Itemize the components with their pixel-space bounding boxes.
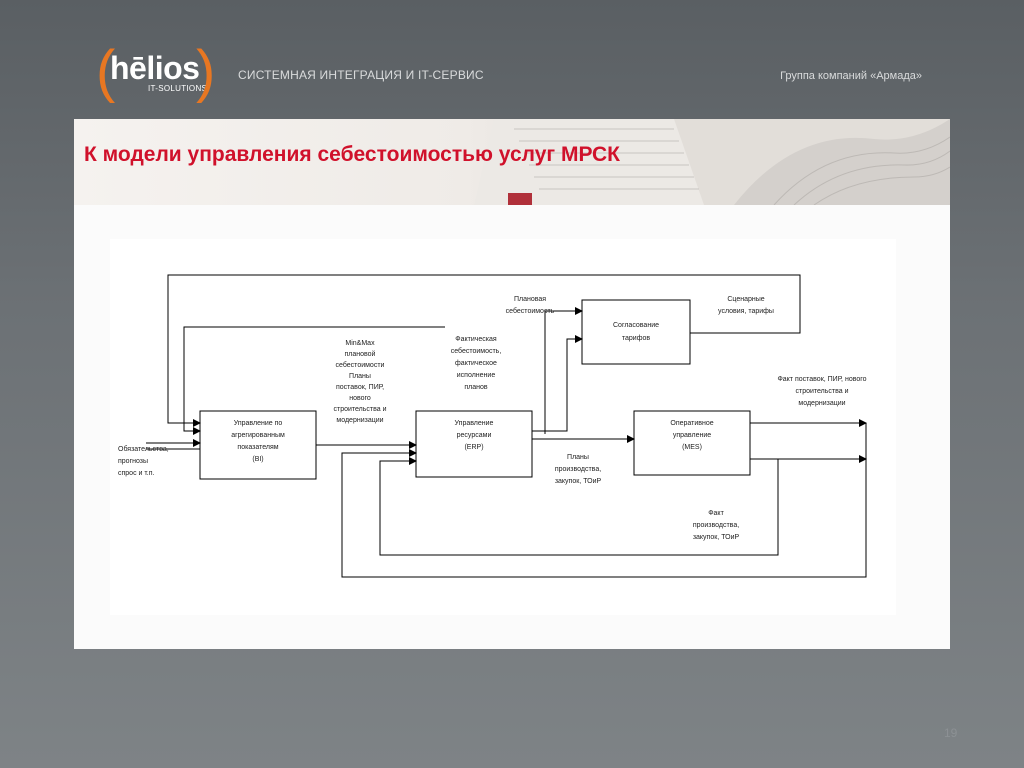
obligations-line-1: Обязательства,	[118, 445, 169, 453]
minmax-line-1: Min&Max	[345, 340, 375, 347]
mes-line-1: Оперативное	[670, 420, 713, 427]
fact-supply-line-1: Факт поставок, ПИР, нового	[777, 376, 866, 383]
mes-line-3: (MES)	[682, 444, 702, 451]
erp-box	[415, 410, 533, 478]
minmax-line-8: модернизации	[336, 417, 383, 424]
tariffs-box-text: Согласование тарифов	[613, 322, 659, 342]
actual-cost-line-2: себестоимость,	[451, 347, 502, 355]
tariffs-line-2: тарифов	[622, 335, 650, 342]
arrow-fact-production-to-erp	[379, 457, 779, 556]
actual-cost-line-3: фактическое	[455, 360, 497, 367]
plans-prod-line-3: закупок, ТОиР	[555, 478, 602, 485]
label-scenario: Сценарные условия, тарифы	[718, 296, 774, 315]
label-planned-cost: Плановая себестоимость	[506, 296, 555, 315]
connector-lines	[146, 274, 867, 578]
bi-line-4: (BI)	[252, 456, 263, 463]
minmax-line-3: себестоимости	[336, 361, 385, 369]
diagram-svg: Управление по агрегированным показателям…	[118, 274, 867, 578]
label-obligations: Обязательства, прогнозы спрос и т.п.	[118, 445, 169, 477]
fact-prod-line-1: Факт	[708, 510, 724, 517]
mes-line-2: управление	[673, 432, 711, 439]
arrow-fact-supply-to-erp	[341, 423, 867, 578]
slide-title: К модели управления себестоимостью услуг…	[84, 143, 620, 166]
logo-wordmark: hēlios	[110, 50, 200, 86]
company-tagline: СИСТЕМНАЯ ИНТЕГРАЦИЯ И IT-СЕРВИС	[238, 68, 484, 82]
arrow-feedback-top-to-bi	[167, 274, 801, 427]
obligations-line-3: спрос и т.п.	[118, 470, 155, 477]
logo-bracket-right: )	[196, 39, 216, 104]
label-fact-production: Факт производства, закупок, ТОиР	[693, 510, 740, 541]
minmax-line-5: поставок, ПИР,	[336, 384, 384, 391]
erp-box-text: Управление ресурсами (ERP)	[455, 420, 494, 451]
obligations-line-2: прогнозы	[118, 458, 148, 465]
notebook-background-decoration	[474, 119, 950, 205]
label-minmax: Min&Max плановой себестоимости Планы пос…	[333, 340, 386, 424]
logo-bracket-left: (	[96, 39, 116, 104]
slide-body: Управление по агрегированным показателям…	[74, 205, 950, 649]
page-number: 19	[944, 726, 958, 740]
helios-logo: ( hēlios IT-SOLUTIONS )	[96, 39, 226, 104]
mes-box	[633, 410, 751, 476]
planned-cost-line-2: себестоимость	[506, 307, 555, 315]
bi-line-1: Управление по	[234, 420, 283, 427]
process-diagram: Управление по агрегированным показателям…	[110, 239, 896, 615]
arrow-erp-to-tariffs-actual	[532, 335, 583, 432]
arrow-erp-to-tariffs-planned	[544, 307, 583, 434]
bi-box-text: Управление по агрегированным показателям…	[231, 420, 285, 463]
erp-line-1: Управление	[455, 420, 494, 427]
minmax-line-4: Планы	[349, 373, 371, 380]
arrow-feedback-mid-to-bi	[183, 326, 445, 435]
fact-prod-line-3: закупок, ТОиР	[693, 534, 740, 541]
tariffs-line-1: Согласование	[613, 322, 659, 329]
logo-subtitle: IT-SOLUTIONS	[148, 84, 208, 93]
label-plans-production: Планы производства, закупок, ТОиР	[555, 454, 602, 485]
minmax-line-7: строительства и	[333, 406, 386, 413]
erp-line-3: (ERP)	[464, 444, 483, 451]
scenario-line-1: Сценарные	[727, 296, 764, 303]
scenario-line-2: условия, тарифы	[718, 308, 774, 315]
mes-box-text: Оперативное управление (MES)	[670, 420, 713, 451]
erp-line-2: ресурсами	[457, 432, 492, 439]
bi-line-2: агрегированным	[231, 432, 285, 439]
actual-cost-line-4: исполнение	[457, 372, 496, 379]
plans-prod-line-2: производства,	[555, 466, 601, 473]
fact-prod-line-2: производства,	[693, 522, 739, 529]
group-name: Группа компаний «Армада»	[780, 70, 922, 82]
actual-cost-line-5: планов	[464, 384, 488, 391]
bi-line-3: показателям	[237, 444, 278, 451]
fact-supply-line-2: строительства и	[795, 388, 848, 395]
minmax-line-2: плановой	[345, 350, 376, 358]
label-fact-supply: Факт поставок, ПИР, нового строительства…	[777, 376, 866, 407]
tariffs-box	[581, 299, 691, 365]
plans-prod-line-1: Планы	[567, 454, 589, 461]
title-band: К модели управления себестоимостью услуг…	[74, 119, 950, 205]
slide-panel: К модели управления себестоимостью услуг…	[74, 119, 950, 649]
planned-cost-line-1: Плановая	[514, 296, 546, 303]
label-actual-cost: Фактическая себестоимость, фактическое и…	[451, 336, 502, 391]
bi-box	[199, 410, 317, 480]
minmax-line-6: нового	[349, 395, 371, 402]
fact-supply-line-3: модернизации	[798, 400, 845, 407]
actual-cost-line-1: Фактическая	[455, 336, 497, 343]
